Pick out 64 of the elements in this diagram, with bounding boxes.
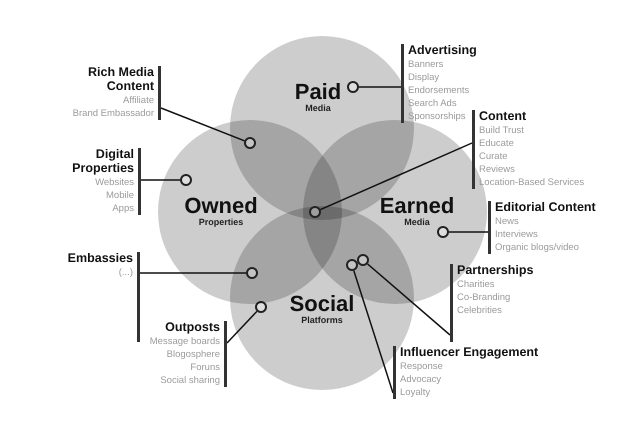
callout-heading: Editorial Content bbox=[495, 201, 596, 215]
callout-item: Response bbox=[400, 360, 443, 373]
callout-item: News bbox=[495, 214, 519, 228]
leader-line bbox=[353, 270, 394, 394]
callout-item: Message boards bbox=[150, 334, 220, 348]
marker-dot bbox=[255, 301, 267, 313]
callout-heading: Embassies bbox=[68, 252, 133, 266]
callout-item: Foruns bbox=[190, 360, 220, 374]
callout-item: Sponsorships bbox=[408, 110, 466, 123]
callout-heading: Influencer Engagement bbox=[400, 346, 538, 360]
callout-item: Affiliate bbox=[123, 94, 154, 106]
callout-item: Loyalty bbox=[400, 386, 430, 399]
callout-item: Curate bbox=[479, 150, 508, 163]
marker-dot bbox=[246, 267, 258, 279]
marker-dot bbox=[244, 137, 256, 149]
marker-dot bbox=[347, 81, 359, 93]
callout-item: Celebrities bbox=[457, 304, 502, 317]
circle-subtitle: Platforms bbox=[301, 315, 343, 326]
callout-item: Mobile bbox=[106, 188, 134, 202]
callout-heading: Rich Media Content bbox=[87, 66, 154, 94]
leader-line bbox=[226, 310, 258, 344]
callout-item: Interviews bbox=[495, 228, 538, 241]
callout-item: Social sharing bbox=[160, 374, 220, 387]
callout-item: Advocacy bbox=[400, 372, 442, 386]
callout-item: Endorsements bbox=[408, 84, 470, 97]
circle-title: Paid bbox=[294, 80, 342, 104]
callout-item: Co-Branding bbox=[457, 290, 510, 304]
leader-line bbox=[320, 142, 472, 210]
callout-item: Reviews bbox=[479, 162, 515, 176]
circle-subtitle: Media bbox=[404, 217, 430, 228]
callout-item: Display bbox=[408, 70, 440, 84]
leader-line bbox=[359, 86, 401, 88]
leader-line bbox=[160, 107, 245, 142]
circle-title: Owned bbox=[184, 194, 258, 218]
marker-dot bbox=[357, 254, 369, 266]
marker-dot bbox=[437, 226, 449, 238]
marker-dot bbox=[346, 259, 358, 271]
callout-item: Blogosphere bbox=[166, 348, 220, 361]
callout-item: Websites bbox=[95, 176, 134, 188]
callout-item: Banners bbox=[408, 58, 444, 71]
callout-item: Brand Embassador bbox=[72, 106, 154, 120]
callout-item: Educate bbox=[479, 136, 514, 150]
callout-heading: Outposts bbox=[165, 321, 220, 335]
circle-subtitle: Properties bbox=[198, 217, 244, 228]
leader-line bbox=[449, 231, 488, 233]
leader-line bbox=[367, 263, 450, 336]
callout-heading: Partnerships bbox=[457, 264, 534, 278]
callout-item: Organic blogs/video bbox=[495, 240, 579, 254]
callout-item: Search Ads bbox=[408, 96, 457, 110]
leader-line bbox=[141, 179, 180, 181]
callout-heading: Digital Properties bbox=[71, 148, 134, 176]
marker-dot bbox=[180, 174, 192, 186]
circle-title: Social bbox=[290, 292, 354, 316]
callout-item: Build Trust bbox=[479, 124, 524, 137]
callout-heading: Advertising bbox=[408, 44, 477, 58]
callout-item: (...) bbox=[118, 266, 133, 279]
callout-heading: Content bbox=[479, 110, 526, 124]
circle-title: Earned bbox=[380, 194, 454, 218]
callout-item: Charities bbox=[457, 278, 494, 291]
callout-item: Location-Based Services bbox=[479, 176, 584, 189]
circle-subtitle: Media bbox=[305, 103, 331, 114]
marker-dot bbox=[309, 206, 321, 218]
leader-line bbox=[140, 272, 246, 274]
callout-item: Apps bbox=[112, 202, 134, 214]
